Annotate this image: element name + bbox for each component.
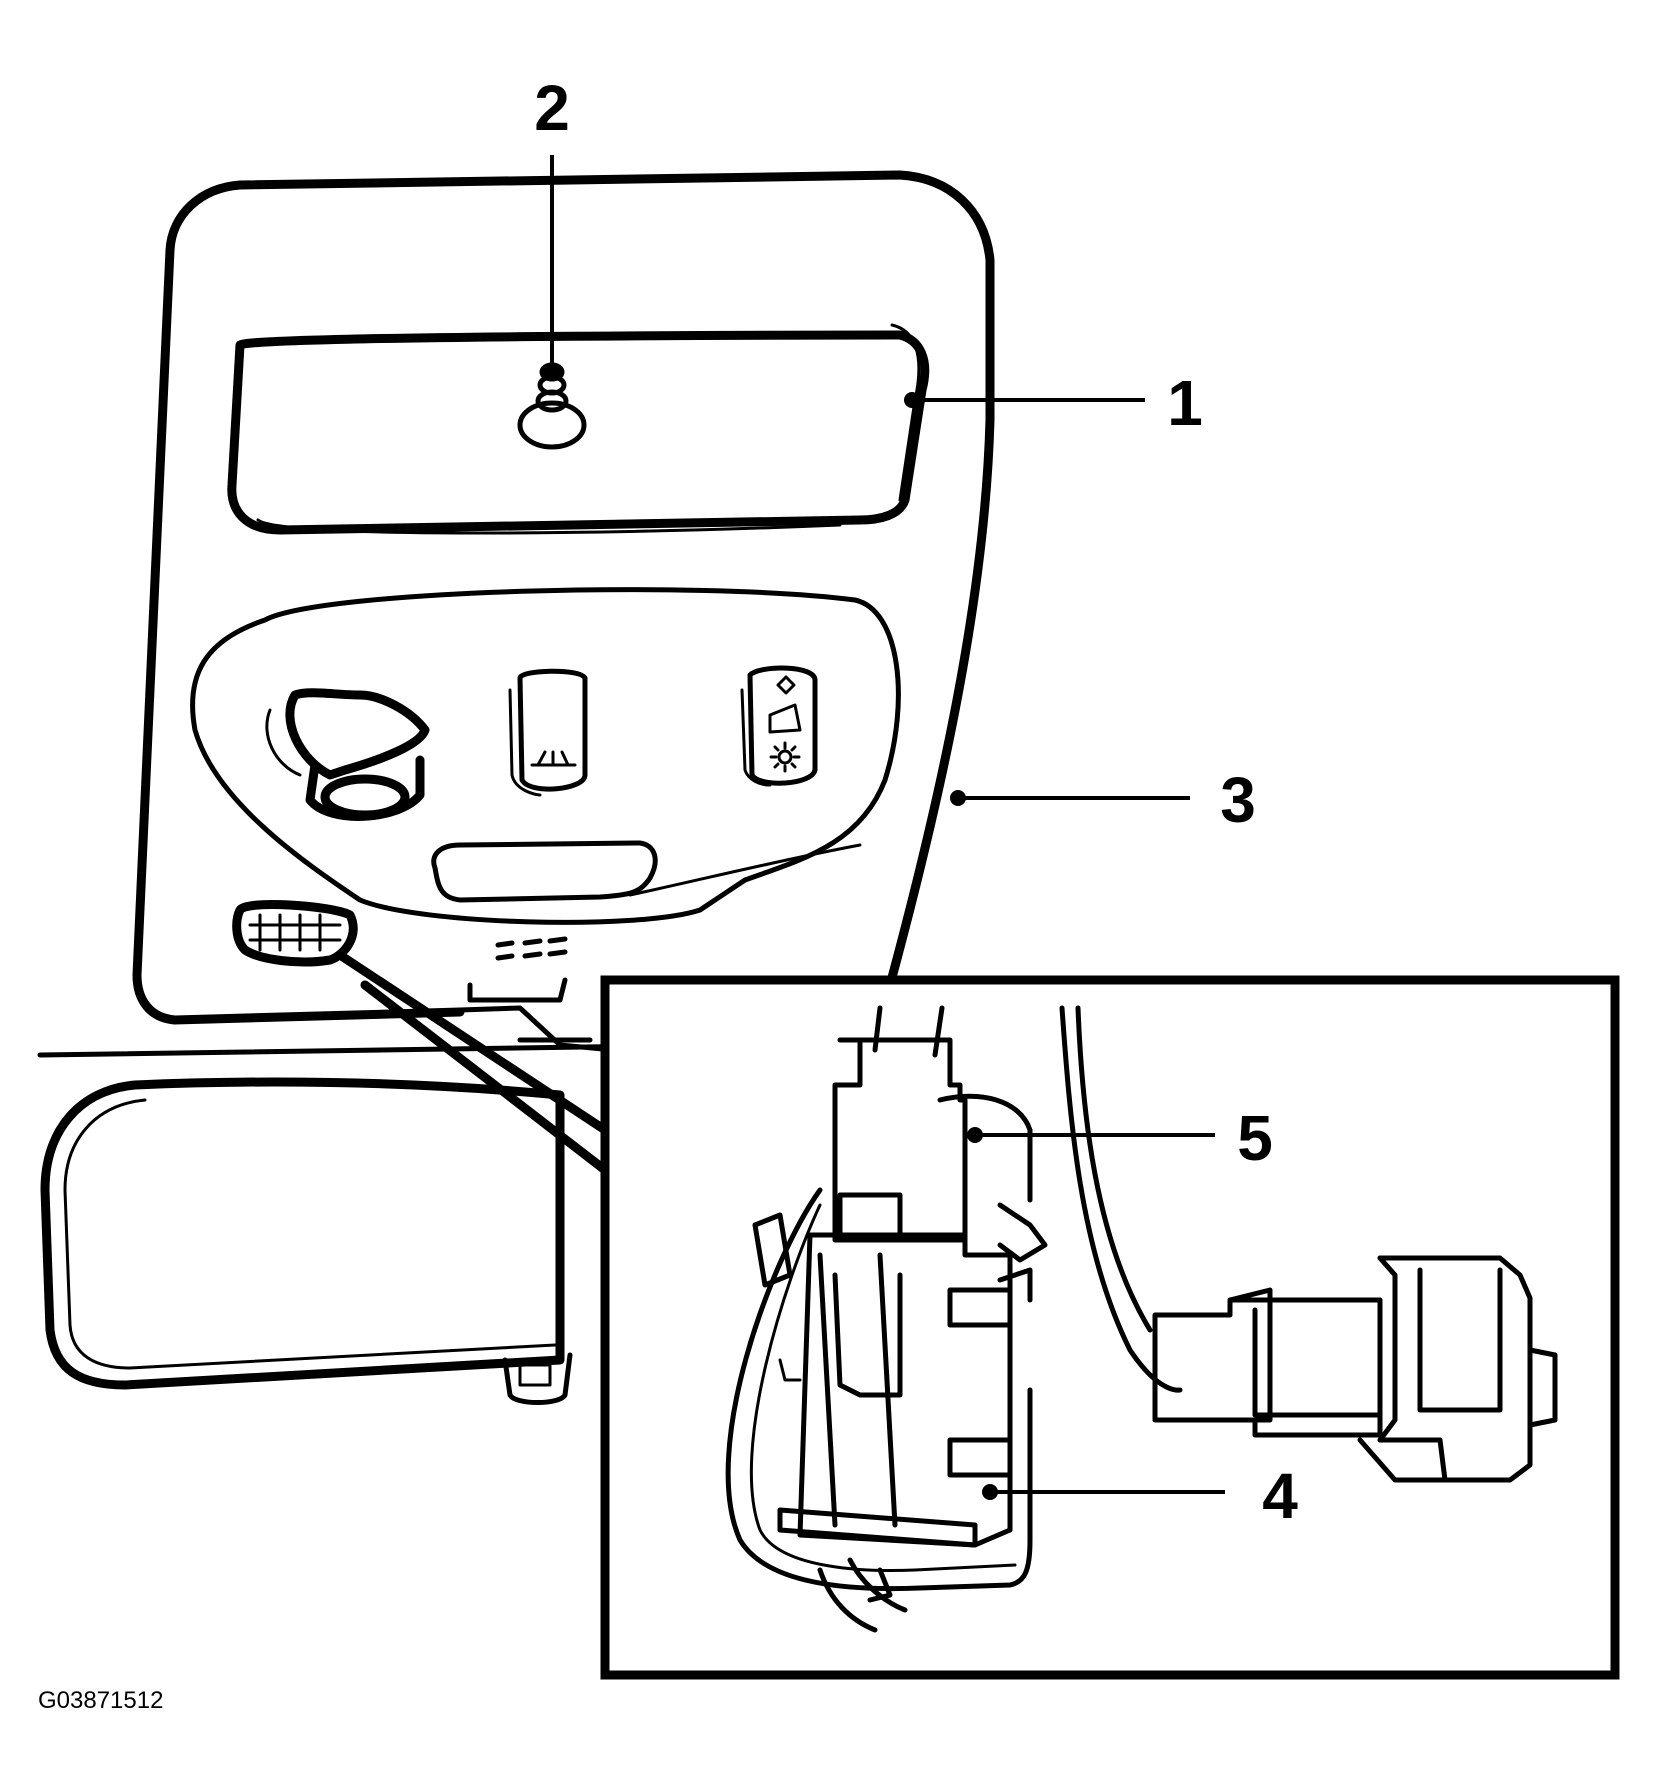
- switch-panel: [190, 587, 901, 961]
- callout-label-3: 3: [1220, 764, 1256, 836]
- callout-label-5: 5: [1237, 1102, 1273, 1174]
- rotary-knob: [265, 688, 430, 821]
- callout-label-2: 2: [534, 72, 570, 144]
- magnify-wedge-lines: [335, 950, 610, 1175]
- callout-leaders: [544, 155, 1225, 1500]
- rocker-switch-lamp: [740, 665, 818, 787]
- rocker-switch-dome: [508, 668, 588, 797]
- dome-lamp-lens: [227, 323, 930, 535]
- switch-opening: [232, 900, 358, 967]
- callout-label-4: 4: [1262, 1460, 1298, 1532]
- console-housing: [132, 170, 995, 1063]
- inset-switch-assembly: [725, 1005, 1183, 1633]
- callout-label-1: 1: [1167, 367, 1203, 439]
- figure-id: G03871512: [38, 1687, 163, 1714]
- detail-inset-frame: [600, 975, 1620, 1680]
- inset-connector: [1152, 1255, 1558, 1483]
